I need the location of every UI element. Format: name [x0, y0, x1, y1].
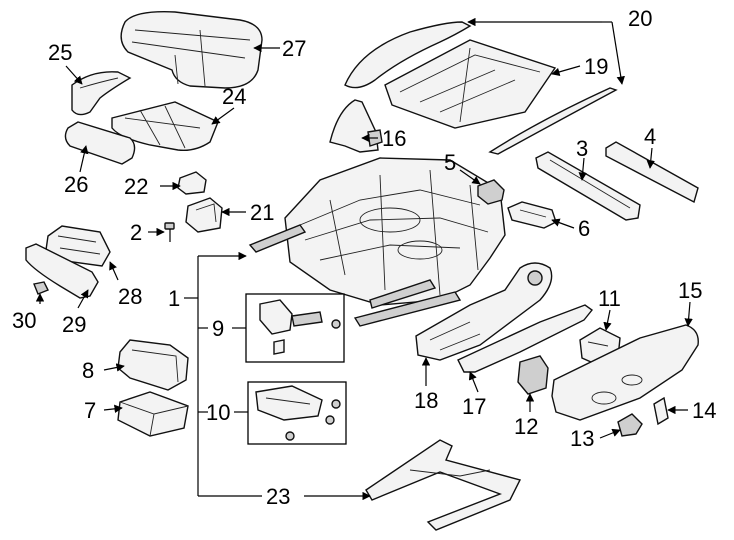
part-30-clip	[33, 281, 49, 295]
part-9-adjuster-kit-box	[245, 293, 345, 363]
callout-25: 25	[48, 40, 72, 65]
part-25-bolster-pad	[71, 71, 132, 116]
part-6-handle	[507, 201, 557, 229]
callout-labels: 27 25 24 26 22 21 2 20 19 16 5 6 3 4 28 …	[12, 6, 716, 509]
callout-17: 17	[462, 394, 486, 419]
callout-27: 27	[282, 36, 306, 61]
callout-26: 26	[64, 172, 88, 197]
callout-14: 14	[692, 398, 716, 423]
part-27-seat-cushion-cover	[120, 11, 263, 89]
part-24-cushion-pad	[111, 101, 219, 152]
part-10-adjuster-kit-box	[247, 381, 347, 445]
callout-28: 28	[118, 284, 142, 309]
callout-20: 20	[628, 6, 652, 31]
part-2-screw	[164, 222, 175, 242]
callout-18: 18	[414, 388, 438, 413]
callout-5: 5	[444, 150, 456, 175]
part-13-knob	[617, 413, 643, 437]
callout-13: 13	[570, 426, 594, 451]
callout-2: 2	[130, 220, 142, 245]
callout-15: 15	[678, 278, 702, 303]
part-18-side-frame	[415, 262, 553, 361]
callout-3: 3	[576, 136, 588, 161]
callout-30: 30	[12, 308, 36, 333]
callout-1: 1	[168, 286, 180, 311]
callout-16: 16	[382, 126, 406, 151]
part-12-motor	[517, 355, 549, 395]
callout-9: 9	[212, 316, 224, 341]
part-16-shield	[329, 99, 383, 153]
callout-23: 23	[266, 484, 290, 509]
part-14-knob-cover	[653, 396, 669, 426]
part-1-seat-frame	[248, 157, 506, 327]
callout-22: 22	[124, 174, 148, 199]
part-3-track-rail	[535, 151, 641, 221]
part-8-support-bracket	[117, 339, 189, 391]
leader-lines	[35, 17, 693, 501]
callout-4: 4	[644, 124, 656, 149]
part-15-outer-side-panel	[551, 324, 699, 421]
part-22-clip	[177, 171, 207, 195]
part-19-heater-mat	[384, 39, 557, 129]
callout-10: 10	[206, 400, 230, 425]
callout-24: 24	[222, 84, 246, 109]
part-4-rail-cover	[605, 141, 699, 204]
callout-8: 8	[82, 358, 94, 383]
part-29-side-panel	[25, 243, 99, 299]
callout-21: 21	[250, 200, 274, 225]
part-7-control-module	[117, 391, 189, 437]
callout-29: 29	[62, 312, 86, 337]
part-17-motor-rail	[457, 304, 594, 373]
part-23-lower-rail	[365, 439, 522, 531]
callout-6: 6	[578, 216, 590, 241]
part-26-front-pad	[64, 121, 136, 165]
part-21-bracket	[185, 197, 223, 233]
callout-19: 19	[584, 54, 608, 79]
callout-11: 11	[598, 286, 621, 311]
callout-12: 12	[514, 414, 538, 439]
part-5-switch	[477, 179, 505, 205]
callout-7: 7	[84, 398, 96, 423]
part-20-heater-element	[344, 21, 618, 155]
